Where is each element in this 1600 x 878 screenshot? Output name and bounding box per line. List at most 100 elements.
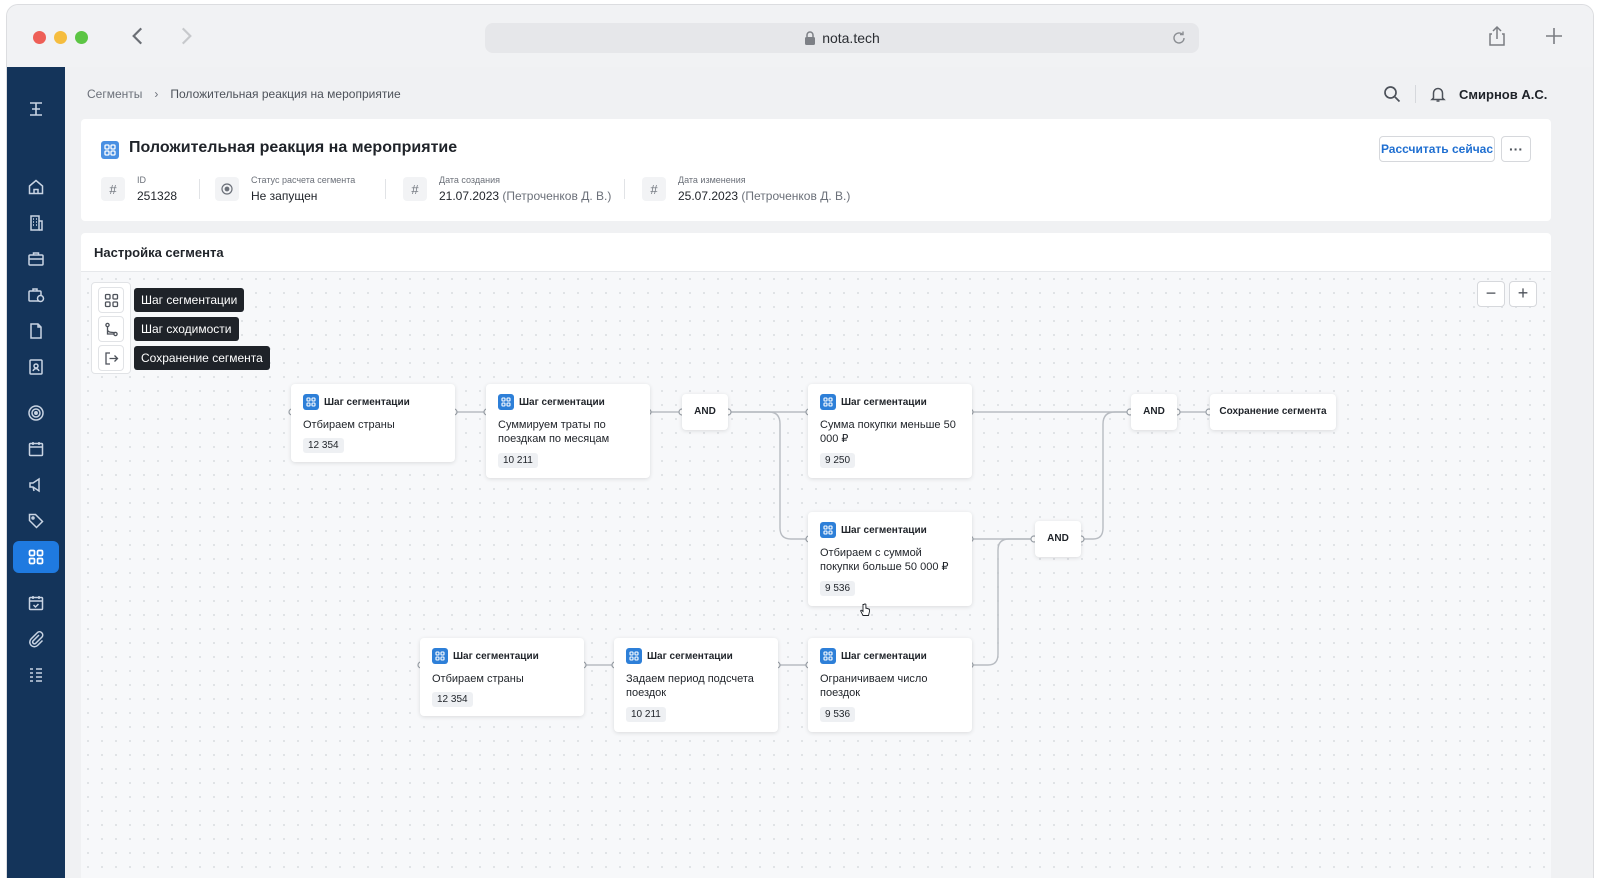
tag-icon[interactable] (13, 505, 59, 537)
maximize-window-button[interactable] (75, 31, 88, 44)
flow-node-select-countries-2[interactable]: Шаг сегментации Отбираем страны 12 354 (420, 638, 584, 716)
browser-window: nota.tech Сегменты (6, 4, 1594, 878)
node-type: Шаг сегментации (453, 650, 539, 662)
flow-node-trip-period[interactable]: Шаг сегментации Задаем период подсчета п… (614, 638, 778, 732)
node-text: Отбираем страны (303, 419, 395, 431)
segment-header-card: Положительная реакция на мероприятие Рас… (81, 119, 1551, 221)
user-name[interactable]: Смирнов А.С. (1459, 87, 1548, 102)
segment-grid-icon (101, 141, 119, 159)
and-gate[interactable]: AND (1035, 521, 1081, 557)
node-type: Шаг сегментации (324, 396, 410, 408)
node-grid-icon (820, 648, 836, 664)
meta-value: Не запущен (251, 189, 318, 203)
paperclip-icon[interactable] (13, 623, 59, 655)
node-grid-icon (303, 394, 319, 410)
calendar-icon[interactable] (13, 433, 59, 465)
meta-divider (199, 179, 200, 199)
node-grid-icon (820, 394, 836, 410)
node-type: Шаг сегментации (841, 650, 927, 662)
hash-icon: # (642, 177, 666, 201)
node-text: Сумма покупки меньше 50 000 ₽ (820, 419, 956, 445)
segment-settings-card: Настройка сегмента − + Шаг сегментаци (81, 233, 1551, 878)
home-icon[interactable] (13, 171, 59, 203)
node-grid-icon (820, 522, 836, 538)
flow-node-limit-trips[interactable]: Шаг сегментации Ограничиваем число поезд… (808, 638, 972, 732)
node-text: Суммируем траты по поездкам по месяцам (498, 419, 610, 445)
meta-label: Дата создания (439, 175, 500, 185)
node-grid-icon (432, 648, 448, 664)
segmentation-step-grid-icon[interactable] (98, 287, 124, 313)
bell-icon[interactable] (1429, 85, 1447, 103)
node-text: Ограничиваем число поездок (820, 673, 928, 699)
list-settings-icon[interactable] (13, 659, 59, 691)
flow-canvas[interactable]: − + Шаг сегментации Шаг сходимости Сохра… (81, 272, 1551, 878)
flow-node-select-countries[interactable]: Шаг сегментации Отбираем страны 12 354 (291, 384, 455, 462)
node-grid-icon (626, 648, 642, 664)
url-text: nota.tech (822, 30, 880, 46)
breadcrumb-current: Положительная реакция на мероприятие (170, 87, 401, 101)
node-grid-icon (498, 394, 514, 410)
briefcase-icon[interactable] (13, 243, 59, 275)
node-type: Шаг сегментации (841, 396, 927, 408)
node-type: Шаг сегментации (647, 650, 733, 662)
flow-node-sum-trips[interactable]: Шаг сегментации Суммируем траты по поезд… (486, 384, 650, 478)
back-arrow-icon[interactable] (125, 23, 151, 49)
step-palette (91, 282, 131, 374)
node-text: Отбираем страны (432, 673, 524, 685)
hash-icon: # (101, 177, 125, 201)
and-gate[interactable]: AND (682, 394, 728, 430)
reload-icon[interactable] (1171, 30, 1187, 46)
menu-toggle-icon[interactable] (13, 93, 59, 125)
hand-cursor-icon (860, 603, 870, 616)
target-icon[interactable] (13, 397, 59, 429)
megaphone-icon[interactable] (13, 469, 59, 501)
status-circle-icon (215, 177, 239, 201)
new-tab-icon[interactable] (1543, 25, 1565, 47)
node-text: Отбираем с суммой покупки больше 50 000 … (820, 547, 949, 573)
zoom-out-button[interactable]: − (1477, 281, 1505, 307)
close-window-button[interactable] (33, 31, 46, 44)
meta-label: Статус расчета сегмента (251, 175, 356, 185)
flow-node-sum-less[interactable]: Шаг сегментации Сумма покупки меньше 50 … (808, 384, 972, 478)
hash-icon: # (403, 177, 427, 201)
address-bar[interactable]: nota.tech (485, 23, 1199, 53)
calendar-check-icon[interactable] (13, 587, 59, 619)
node-type: Шаг сегментации (519, 396, 605, 408)
top-bar: Сегменты › Положительная реакция на меро… (65, 67, 1593, 119)
save-segment-export-icon[interactable] (98, 345, 124, 371)
meta-value: 25.07.2023 (Петроченков Д. В.) (678, 189, 851, 203)
convergence-step-merge-icon[interactable] (98, 316, 124, 342)
building-icon[interactable] (13, 207, 59, 239)
and-gate[interactable]: AND (1131, 394, 1177, 430)
meta-divider (385, 179, 386, 199)
breadcrumb-root[interactable]: Сегменты (87, 87, 143, 101)
forward-arrow-icon[interactable] (173, 23, 199, 49)
sidebar (7, 67, 65, 878)
node-count-badge: 12 354 (303, 438, 344, 453)
node-count-badge: 9 536 (820, 707, 856, 722)
node-count-badge: 12 354 (432, 692, 473, 707)
briefcase-clock-icon[interactable] (13, 279, 59, 311)
breadcrumb: Сегменты › Положительная реакция на меро… (87, 87, 401, 101)
contact-card-icon[interactable] (13, 351, 59, 383)
tooltip-segmentation-step: Шаг сегментации (134, 288, 245, 312)
app-root: Сегменты › Положительная реакция на меро… (7, 67, 1593, 878)
browser-chrome: nota.tech (7, 5, 1593, 67)
share-icon[interactable] (1487, 25, 1507, 47)
save-segment-node[interactable]: Сохранение сегмента (1210, 394, 1336, 430)
node-count-badge: 9 536 (820, 581, 856, 596)
node-count-badge: 10 211 (626, 707, 666, 722)
more-options-button[interactable]: ··· (1501, 136, 1531, 162)
segments-grid-icon[interactable] (13, 541, 59, 573)
flow-node-sum-greater[interactable]: Шаг сегментации Отбираем с суммой покупк… (808, 512, 972, 606)
calculate-now-button[interactable]: Рассчитать сейчас (1379, 136, 1495, 162)
search-icon[interactable] (1383, 85, 1401, 103)
node-text: Задаем период подсчета поездок (626, 673, 754, 699)
minimize-window-button[interactable] (54, 31, 67, 44)
node-count-badge: 9 250 (820, 453, 856, 468)
zoom-in-button[interactable]: + (1509, 281, 1537, 307)
document-icon[interactable] (13, 315, 59, 347)
lock-icon (805, 31, 816, 45)
breadcrumb-chevron-icon: › (154, 87, 159, 101)
settings-title: Настройка сегмента (94, 245, 224, 260)
